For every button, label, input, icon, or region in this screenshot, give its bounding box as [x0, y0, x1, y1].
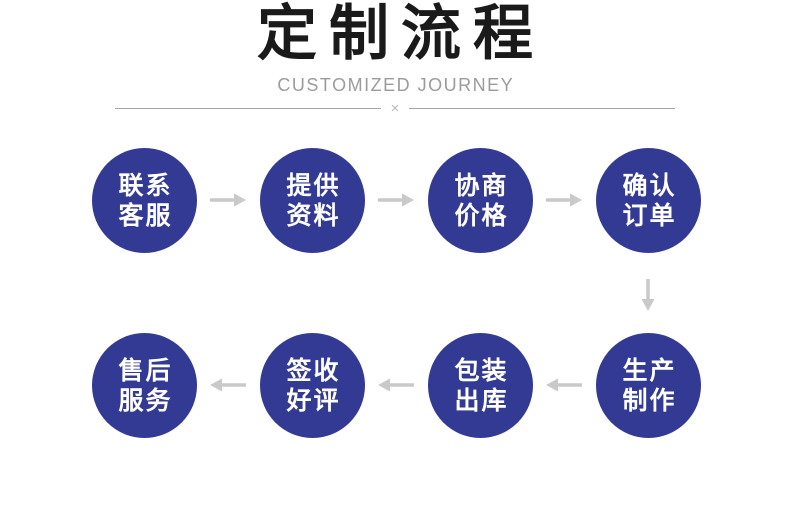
- step-provide-materials: 提供 资料: [260, 148, 365, 253]
- arrow-right-icon: [210, 193, 246, 212]
- step-label-line: 价格: [454, 201, 509, 230]
- step-after-sales-service: 售后 服务: [92, 333, 197, 438]
- divider-line-left: [115, 107, 381, 109]
- arrow-left-icon: [210, 378, 246, 397]
- step-label-line: 订单: [622, 201, 677, 230]
- step-label-line: 确认: [622, 171, 677, 200]
- step-confirm-order: 确认 订单: [596, 148, 701, 253]
- page-subtitle: CUSTOMIZED JOURNEY: [277, 75, 515, 95]
- divider-x-glyph: ×: [390, 99, 400, 117]
- step-label-line: 售后: [118, 356, 173, 385]
- step-label-line: 生产: [622, 356, 677, 385]
- step-production: 生产 制作: [596, 333, 701, 438]
- title-divider: ×: [115, 99, 676, 117]
- step-label-line: 制作: [622, 386, 677, 415]
- divider-line-right: [409, 107, 676, 109]
- arrow-left-icon: [378, 378, 414, 397]
- step-label-line: 资料: [286, 201, 341, 230]
- step-contact-service: 联系 客服: [92, 148, 197, 253]
- step-label-line: 联系: [118, 171, 173, 200]
- step-label-line: 出库: [454, 386, 509, 415]
- step-label-line: 提供: [286, 171, 341, 200]
- step-label-line: 客服: [118, 201, 173, 230]
- step-label-line: 好评: [286, 386, 341, 415]
- step-label-line: 协商: [454, 171, 509, 200]
- step-sign-and-review: 签收 好评: [260, 333, 365, 438]
- arrow-left-icon: [546, 378, 582, 397]
- step-negotiate-price: 协商 价格: [428, 148, 533, 253]
- arrow-right-icon: [546, 193, 582, 212]
- step-pack-and-ship: 包装 出库: [428, 333, 533, 438]
- arrow-down-icon: [641, 279, 655, 316]
- step-label-line: 包装: [454, 356, 509, 385]
- step-label-line: 签收: [286, 356, 341, 385]
- page-title: 定制流程: [257, 0, 545, 67]
- arrow-right-icon: [378, 193, 414, 212]
- step-label-line: 服务: [118, 386, 173, 415]
